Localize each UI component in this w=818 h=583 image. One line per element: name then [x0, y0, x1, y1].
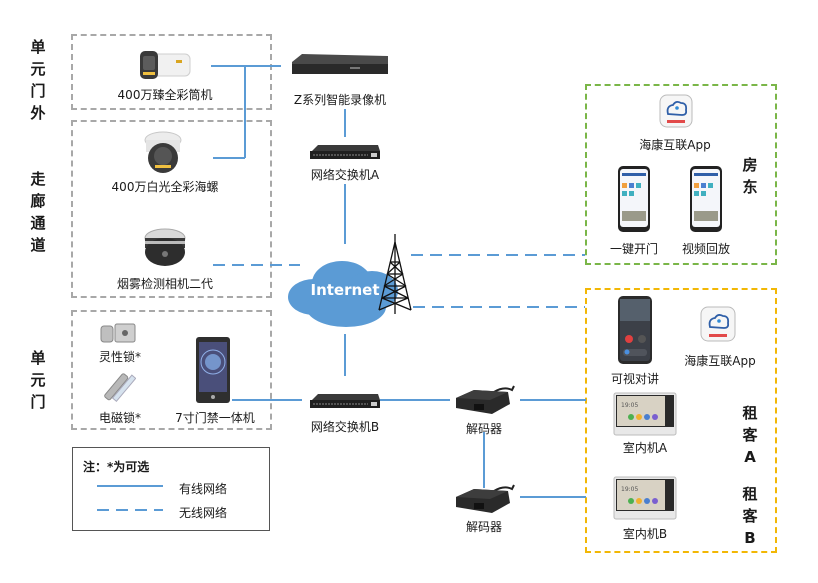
- label-char: 客: [742, 507, 758, 525]
- indoor-station-b[interactable]: 19:05: [613, 476, 677, 520]
- group-label-corridor: 走 廊 通 道: [28, 168, 48, 256]
- indoor-station-a-label: 室内机A: [622, 441, 668, 455]
- switch-b[interactable]: [308, 392, 382, 410]
- smoke-camera-label: 烟雾检测相机二代: [116, 277, 213, 291]
- decoder-2[interactable]: [454, 483, 518, 517]
- zone-corridor: [71, 120, 272, 298]
- nvr[interactable]: [290, 52, 390, 78]
- bullet-camera-label: 400万臻全彩筒机: [117, 88, 213, 102]
- nvr-icon: [292, 54, 388, 74]
- dome-camera[interactable]: [143, 130, 183, 176]
- switch-b-icon: [310, 394, 380, 408]
- internet-label: Internet: [310, 281, 380, 299]
- switch-b-label: 网络交换机B: [310, 420, 380, 434]
- group-label-unit-door: 单 元 门: [28, 347, 48, 413]
- hik-connect-app-icon: [659, 94, 693, 128]
- dome-camera-icon: [144, 131, 182, 173]
- zone-tenant: [585, 288, 777, 553]
- video-intercom-label: 可视对讲: [610, 372, 659, 386]
- phone-unlock[interactable]: [617, 165, 651, 233]
- wireless-tower: [375, 234, 415, 316]
- mag-lock-icon: [104, 373, 137, 403]
- switch-a-icon: [310, 145, 380, 159]
- smartphone-icon: [690, 166, 722, 232]
- zone-landlord: [585, 84, 777, 265]
- group-label-landlord: 房 东: [740, 154, 760, 198]
- access-terminal-label: 7寸门禁一体机: [175, 411, 255, 425]
- label-char: 东: [742, 178, 758, 196]
- landlord-app[interactable]: [659, 94, 693, 128]
- label-char: 门: [30, 82, 46, 100]
- label-char: 单: [30, 38, 46, 56]
- landlord-app-label: 海康互联App: [639, 138, 711, 152]
- hik-connect-app-icon: [700, 306, 736, 342]
- tower-icon: [378, 234, 412, 314]
- switch-a[interactable]: [308, 143, 382, 161]
- label-char: 通: [30, 214, 46, 232]
- legend-wired-label: 有线网络: [179, 482, 228, 496]
- label-char: 外: [30, 104, 46, 122]
- smart-lock-label: 灵性锁*: [98, 350, 141, 364]
- access-terminal-icon: [196, 337, 230, 403]
- label-char: 元: [30, 371, 46, 389]
- decoder-1-label: 解码器: [465, 422, 502, 436]
- bullet-camera[interactable]: [136, 48, 192, 82]
- smart-lock-icon: [100, 323, 136, 343]
- label-char: A: [744, 448, 756, 466]
- phone-playback[interactable]: [689, 165, 723, 233]
- phone-playback-label: 视频回放: [681, 242, 730, 256]
- decoder-1[interactable]: [454, 384, 518, 418]
- group-label-tenant-b: 租 客 B: [740, 483, 760, 549]
- decoder-2-label: 解码器: [465, 520, 502, 534]
- label-char: 走: [30, 170, 46, 188]
- dome-camera-label: 400万白光全彩海螺: [111, 180, 219, 194]
- decoder-2-icon: [456, 484, 515, 513]
- label-char: 单: [30, 349, 46, 367]
- internet-cloud[interactable]: Internet: [284, 255, 404, 331]
- label-char: 租: [742, 404, 758, 422]
- video-intercom-icon: [618, 296, 652, 364]
- label-char: 廊: [30, 192, 46, 210]
- label-char: 租: [742, 485, 758, 503]
- group-label-tenant-a: 租 客 A: [740, 402, 760, 468]
- switch-a-label: 网络交换机A: [310, 168, 380, 182]
- label-char: 门: [30, 393, 46, 411]
- label-char: 元: [30, 60, 46, 78]
- indoor-station-b-label: 室内机B: [622, 527, 668, 541]
- cloud-icon: [288, 261, 398, 327]
- group-label-unit-outside: 单 元 门 外: [28, 36, 48, 124]
- label-char: 道: [30, 236, 46, 254]
- tenant-app-label: 海康互联App: [684, 354, 756, 368]
- label-char: 房: [742, 156, 758, 174]
- legend-swatches: [97, 485, 163, 511]
- indoor-station-a[interactable]: 19:05: [613, 392, 677, 436]
- indoor-time: 19:05: [621, 486, 638, 493]
- mag-lock-label: 电磁锁*: [98, 411, 141, 425]
- smart-lock[interactable]: [100, 322, 136, 344]
- phone-unlock-label: 一键开门: [609, 242, 658, 256]
- indoor-station-icon: 19:05: [613, 476, 677, 520]
- zone-unit-outside: [71, 34, 272, 110]
- indoor-time: 19:05: [621, 402, 638, 409]
- label-char: 客: [742, 426, 758, 444]
- tenant-app[interactable]: [700, 306, 736, 342]
- bullet-camera-icon: [140, 51, 191, 79]
- label-char: B: [744, 529, 756, 547]
- indoor-station-icon: 19:05: [613, 392, 677, 436]
- nvr-label: Z系列智能录像机: [293, 93, 387, 107]
- smoke-camera[interactable]: [143, 228, 187, 270]
- smartphone-icon: [618, 166, 650, 232]
- access-terminal[interactable]: [195, 336, 231, 404]
- mag-lock[interactable]: [100, 369, 137, 405]
- legend: 注：*为可选 有线网络 无线网络: [72, 447, 270, 531]
- legend-wireless-label: 无线网络: [179, 506, 228, 520]
- video-intercom-phone[interactable]: [617, 295, 653, 365]
- smoke-camera-icon: [144, 228, 186, 266]
- decoder-1-icon: [456, 385, 515, 414]
- zone-unit-door: [71, 310, 272, 430]
- legend-note: 注：*为可选: [83, 460, 150, 474]
